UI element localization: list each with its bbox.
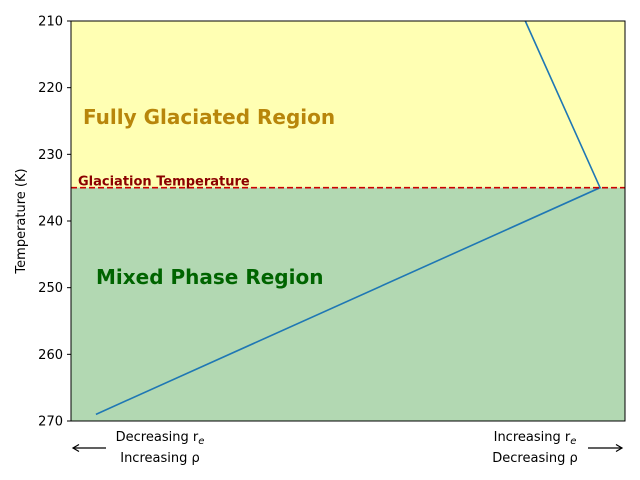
region-backgrounds: [71, 21, 625, 421]
y-tick-label-270: 270: [38, 415, 63, 430]
right-annotation-line2: Decreasing ρ: [492, 451, 577, 466]
y-tick-label-260: 260: [38, 348, 63, 363]
y-tick-label-230: 230: [38, 148, 63, 163]
right-annotation-line1: Increasing re: [494, 430, 577, 447]
mixed-phase-region-label: Mixed Phase Region: [96, 265, 323, 289]
right-arrow-icon: [588, 443, 624, 453]
series-line-0: [95, 20, 602, 416]
y-tick-label-220: 220: [38, 81, 63, 96]
y-axis-label: Temperature (K): [14, 168, 29, 274]
left-arrow-icon: [71, 443, 106, 453]
y-tick-label-210: 210: [38, 15, 63, 30]
left-annotation: Decreasing re Increasing ρ: [71, 430, 205, 466]
right-annotation: Increasing re Decreasing ρ: [492, 430, 624, 466]
left-annotation-line1-sub: e: [198, 436, 204, 447]
y-tick-label-240: 240: [38, 215, 63, 230]
y-axis-ticks: 210 220 230 240 250 260 270: [38, 15, 71, 430]
glaciation-temperature-label: Glaciation Temperature: [78, 175, 250, 190]
fully-glaciated-region-label: Fully Glaciated Region: [83, 105, 335, 129]
right-annotation-line1-sub: e: [570, 436, 576, 447]
y-tick-label-250: 250: [38, 281, 63, 296]
right-annotation-line1-text: Increasing r: [494, 430, 571, 445]
left-annotation-line2: Increasing ρ: [120, 451, 200, 466]
region-1: [71, 187, 625, 421]
left-annotation-line1-text: Decreasing r: [116, 430, 199, 445]
arrow-head: [71, 443, 80, 453]
left-annotation-line1: Decreasing re: [116, 430, 205, 447]
region-0: [71, 21, 625, 188]
arrow-head: [615, 443, 624, 453]
series-layer: [95, 20, 602, 416]
